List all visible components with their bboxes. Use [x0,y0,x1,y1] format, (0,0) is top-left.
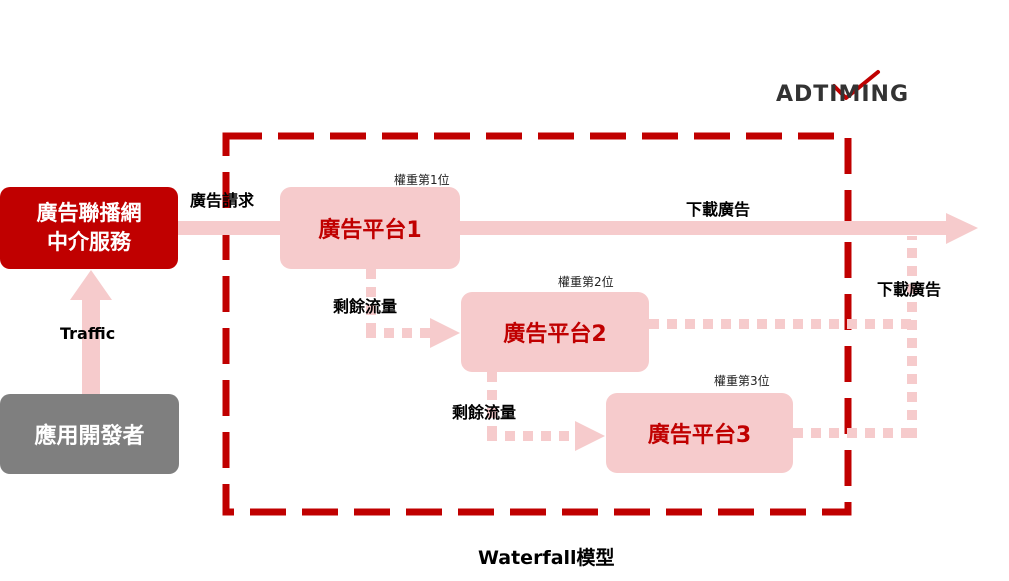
mediation-service-node: 廣告聯播網 中介服務 [0,187,178,269]
app-developer-node: 應用開發者 [0,394,179,474]
ad-platform-2-node: 廣告平台2 [461,292,649,372]
ad-platform-1-node: 廣告平台1 [280,187,460,269]
model-title: Waterfall模型 [478,547,615,569]
download-ad-label-top: 下載廣告 [686,200,751,219]
ad-request-label: 廣告請求 [190,191,255,210]
download-ad-arrow [460,213,978,244]
remaining-traffic-arrow-1 [366,269,460,348]
ad-request-line [178,221,280,235]
adtiming-logo: ADTIMING [776,82,910,107]
download-ad-label-right: 下載廣告 [877,280,942,299]
logo-check-icon [832,70,880,100]
remaining-traffic-arrow-2 [487,372,605,451]
weight-label-3: 權重第3位 [714,374,770,388]
weight-label-1: 權重第1位 [394,173,450,187]
remaining-traffic-label-2: 剩餘流量 [452,403,517,422]
remaining-traffic-label-1: 剩餘流量 [333,297,398,316]
traffic-arrow [70,270,112,394]
traffic-label: Traffic [60,324,116,343]
ad-platform-3-node: 廣告平台3 [606,393,793,473]
weight-label-2: 權重第2位 [558,275,614,289]
download-ad-return-lines [649,236,917,438]
